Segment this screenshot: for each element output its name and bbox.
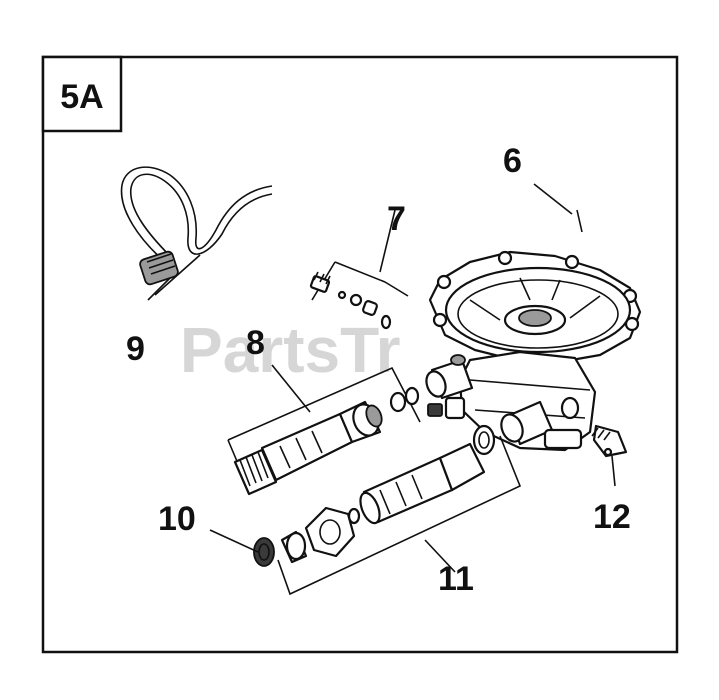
callout-11: 11 <box>438 560 474 598</box>
callout-8: 8 <box>246 324 265 362</box>
part-11-outlet-connector <box>277 424 522 596</box>
part-9-inlet-hose-filter <box>120 166 273 301</box>
watermark-text: PartsTr <box>180 314 401 386</box>
callout-7: 7 <box>387 200 406 238</box>
section-label: 5A <box>60 78 103 116</box>
section-label-box: 5A <box>41 55 123 133</box>
callout-6: 6 <box>503 142 522 180</box>
part-6-pin <box>533 183 583 233</box>
callout-12: 12 <box>593 498 631 536</box>
callout-10: 10 <box>158 500 196 538</box>
callout-9: 9 <box>126 330 145 368</box>
part-12-relief-valve <box>591 424 628 487</box>
part-7-valve-kit <box>309 209 409 330</box>
pump-assembly <box>425 250 642 452</box>
part-10-inlet-fitting <box>209 529 308 567</box>
part-8-inlet-connector <box>227 364 421 496</box>
